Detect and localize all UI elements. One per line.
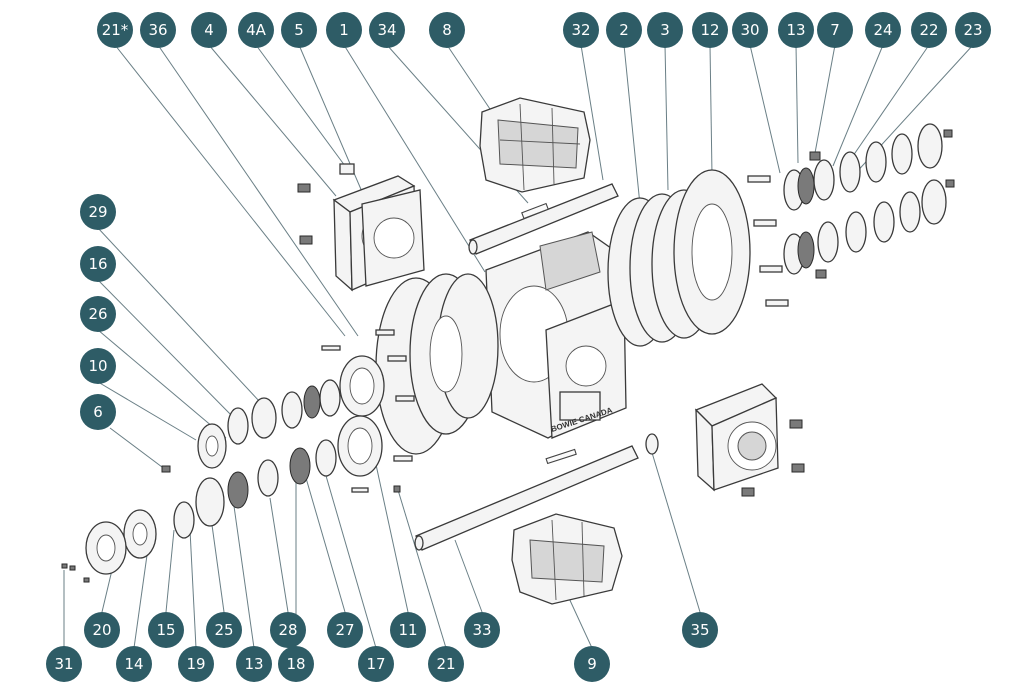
callout-label: 4A bbox=[246, 21, 267, 39]
callout-13-top: 13 bbox=[778, 12, 814, 48]
part-rear-flange bbox=[694, 383, 805, 497]
callout-label: 21 bbox=[436, 655, 455, 673]
callout-label: 8 bbox=[442, 21, 452, 39]
part-gaskets-right bbox=[607, 169, 789, 347]
part-pump-housing: BOWIE CANADA bbox=[485, 231, 629, 439]
callout-36: 36 bbox=[140, 12, 176, 48]
callout-3: 3 bbox=[647, 12, 683, 48]
left-plate-bolts bbox=[375, 329, 415, 462]
callout-2: 2 bbox=[606, 12, 642, 48]
callout-label: 21* bbox=[102, 21, 129, 39]
callout-label: 19 bbox=[186, 655, 205, 673]
callout-label: 11 bbox=[398, 621, 417, 639]
callout-label: 2 bbox=[619, 21, 629, 39]
callout-33: 33 bbox=[464, 612, 500, 648]
part-shaft-lower bbox=[414, 433, 659, 551]
callout-label: 25 bbox=[214, 621, 233, 639]
callout-label: 14 bbox=[124, 655, 143, 673]
callout-25: 25 bbox=[206, 612, 242, 648]
callout-label: 29 bbox=[88, 203, 107, 221]
callout-label: 15 bbox=[156, 621, 175, 639]
callout-15: 15 bbox=[148, 612, 184, 648]
callout-label: 35 bbox=[690, 621, 709, 639]
callout-31: 31 bbox=[46, 646, 82, 682]
callout-label: 3 bbox=[660, 21, 670, 39]
callout-label: 33 bbox=[472, 621, 491, 639]
callout-9: 9 bbox=[574, 646, 610, 682]
callout-7: 7 bbox=[817, 12, 853, 48]
callout-label: 9 bbox=[587, 655, 597, 673]
part-right-seals-lower bbox=[783, 179, 955, 279]
callout-label: 12 bbox=[700, 21, 719, 39]
callout-12: 12 bbox=[692, 12, 728, 48]
callout-label: 31 bbox=[54, 655, 73, 673]
callout-label: 20 bbox=[92, 621, 111, 639]
callout-20: 20 bbox=[84, 612, 120, 648]
callout-label: 13 bbox=[786, 21, 805, 39]
callout-label: 10 bbox=[88, 357, 107, 375]
callout-bubbles: 21* 36 4 4A 5 1 34 8 32 2 3 12 30 13 7 2… bbox=[46, 12, 991, 682]
callout-18: 18 bbox=[278, 646, 314, 682]
callout-21: 21 bbox=[428, 646, 464, 682]
part-small-bolts-31 bbox=[61, 563, 90, 583]
callout-label: 34 bbox=[377, 21, 396, 39]
right-flange-bolts bbox=[747, 175, 789, 307]
callout-8: 8 bbox=[429, 12, 465, 48]
callout-14: 14 bbox=[116, 646, 152, 682]
callout-30: 30 bbox=[732, 12, 768, 48]
callout-35: 35 bbox=[682, 612, 718, 648]
part-rotor-upper bbox=[479, 97, 591, 193]
callout-26: 26 bbox=[80, 296, 116, 332]
callout-label: 1 bbox=[339, 21, 349, 39]
part-right-seals-upper bbox=[783, 123, 953, 211]
callout-4a: 4A bbox=[238, 12, 274, 48]
callout-34: 34 bbox=[369, 12, 405, 48]
callout-label: 27 bbox=[335, 621, 354, 639]
callout-21-star: 21* bbox=[97, 12, 133, 48]
callout-13-bottom: 13 bbox=[236, 646, 272, 682]
callout-24: 24 bbox=[865, 12, 901, 48]
leader-lines bbox=[63, 44, 974, 649]
callout-6: 6 bbox=[80, 394, 116, 430]
callout-16: 16 bbox=[80, 246, 116, 282]
callout-22: 22 bbox=[911, 12, 947, 48]
callout-label: 13 bbox=[244, 655, 263, 673]
callout-label: 6 bbox=[93, 403, 103, 421]
callout-label: 16 bbox=[88, 255, 107, 273]
callout-label: 7 bbox=[830, 21, 840, 39]
callout-28: 28 bbox=[270, 612, 306, 648]
callout-label: 26 bbox=[88, 305, 107, 323]
callout-label: 32 bbox=[571, 21, 590, 39]
callout-27: 27 bbox=[327, 612, 363, 648]
callout-label: 17 bbox=[366, 655, 385, 673]
part-left-seals-upper bbox=[161, 345, 385, 473]
callout-label: 36 bbox=[148, 21, 167, 39]
callout-1: 1 bbox=[326, 12, 362, 48]
callout-label: 24 bbox=[873, 21, 892, 39]
callout-label: 5 bbox=[294, 21, 304, 39]
callout-11: 11 bbox=[390, 612, 426, 648]
callout-label: 30 bbox=[740, 21, 759, 39]
callout-label: 28 bbox=[278, 621, 297, 639]
callout-17: 17 bbox=[358, 646, 394, 682]
part-left-seals-lower bbox=[85, 415, 401, 575]
callout-32: 32 bbox=[563, 12, 599, 48]
part-rotor-lower bbox=[511, 513, 623, 605]
part-front-flange bbox=[297, 163, 425, 292]
callout-23: 23 bbox=[955, 12, 991, 48]
callout-label: 4 bbox=[204, 21, 214, 39]
part-shaft-upper bbox=[468, 183, 619, 255]
callout-label: 18 bbox=[286, 655, 305, 673]
callout-label: 22 bbox=[919, 21, 938, 39]
callout-label: 23 bbox=[963, 21, 982, 39]
part-left-plates bbox=[375, 273, 499, 462]
callout-4: 4 bbox=[191, 12, 227, 48]
callout-29: 29 bbox=[80, 194, 116, 230]
callout-5: 5 bbox=[281, 12, 317, 48]
callout-19: 19 bbox=[178, 646, 214, 682]
callout-10: 10 bbox=[80, 348, 116, 384]
